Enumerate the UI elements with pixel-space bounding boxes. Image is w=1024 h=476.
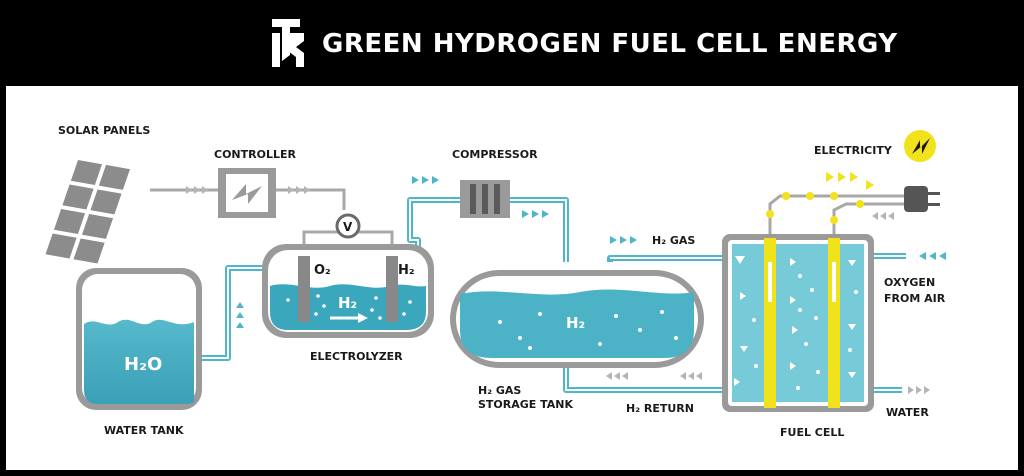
storage-tank-label-2: STORAGE TANK xyxy=(478,398,574,411)
water-out-arrows xyxy=(908,386,930,394)
water-flow-arrows xyxy=(236,302,244,328)
brand-logo-icon xyxy=(272,19,304,67)
fuel-cell-label: FUEL CELL xyxy=(780,426,844,439)
power-flow-arrows xyxy=(186,186,310,194)
gas-flow-arrows xyxy=(412,176,637,244)
controller xyxy=(218,168,276,218)
electrolyzer-label: ELECTROLYZER xyxy=(310,350,403,363)
storage-tank xyxy=(450,270,704,368)
storage-h2-content: H₂ xyxy=(566,314,585,332)
oxygen-label-1: OXYGEN xyxy=(884,276,935,289)
solar-panels-label: SOLAR PANELS xyxy=(58,124,150,137)
electricity-label: ELECTRICITY xyxy=(814,144,893,157)
fuel-cell xyxy=(722,234,874,412)
header-bar xyxy=(0,0,1024,86)
return-flow-arrows xyxy=(606,372,702,380)
h2-return-label: H₂ RETURN xyxy=(626,402,694,415)
page-title: GREEN HYDROGEN FUEL CELL ENERGY xyxy=(322,29,898,59)
compressor-label: COMPRESSOR xyxy=(452,148,538,161)
h2-gas-label: H₂ GAS xyxy=(652,234,695,247)
water-tank xyxy=(76,268,202,410)
compressor xyxy=(460,180,510,218)
storage-tank-label-1: H₂ GAS xyxy=(478,384,521,397)
solar-panels xyxy=(45,160,130,264)
oxygen-flow-arrows xyxy=(919,252,946,260)
voltmeter-icon: V xyxy=(335,213,361,239)
oxygen-label-2: FROM AIR xyxy=(884,292,946,305)
water-tank-content: H₂O xyxy=(124,354,162,375)
power-plug-icon xyxy=(904,186,940,212)
lightning-bolt-icon xyxy=(904,130,936,162)
water-label: WATER xyxy=(886,406,929,419)
electricity-flow-arrows xyxy=(766,172,874,224)
electrolyzer-o2-label: O₂ xyxy=(314,263,331,278)
lightning-bolt-icon xyxy=(232,184,262,204)
water-tank-label: WATER TANK xyxy=(104,424,184,437)
electrolyzer-h2-electrode-label: H₂ xyxy=(398,263,415,278)
electrolyzer xyxy=(262,244,434,338)
svg-text:V: V xyxy=(343,220,353,234)
electrolyzer-h2-content: H₂ xyxy=(338,294,357,312)
controller-label: CONTROLLER xyxy=(214,148,296,161)
